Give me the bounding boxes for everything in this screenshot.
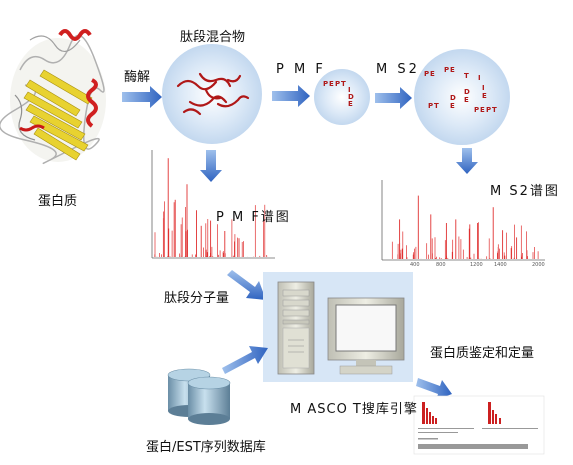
peptide-letter: I xyxy=(482,84,485,92)
arrow-down-ms2 xyxy=(456,148,478,174)
arrow-to-result xyxy=(416,378,452,400)
arrow-db-to-mascot xyxy=(222,346,268,374)
tick-label: 1400 xyxy=(494,262,507,268)
label-ms2: M S2 xyxy=(376,62,420,77)
ms2-spectrum-peaks xyxy=(391,195,539,259)
peptide-mix-circle xyxy=(162,44,262,144)
peptide-letter: P xyxy=(486,106,492,114)
peptide-letter: I xyxy=(478,74,481,82)
protein-structure-image xyxy=(0,29,106,165)
peptide-letter: E xyxy=(450,66,455,74)
peptide-letter: E xyxy=(464,96,469,104)
label-sequence-database: 蛋白/EST序列数据库 xyxy=(146,440,266,455)
tick-label: 1200 xyxy=(470,262,483,268)
arrow-to-mascot xyxy=(227,270,266,300)
peptide-letter: T xyxy=(434,102,439,110)
ms2-fragment-letters: P E P E T I P T D E D E P E P T I E xyxy=(420,62,504,132)
peptide-letter: T xyxy=(464,72,469,80)
ms2-circle xyxy=(414,49,510,145)
peptide-letter: I xyxy=(348,86,351,94)
pmf-circle xyxy=(314,69,370,125)
peptide-letter: P xyxy=(474,106,480,114)
arrow-pmf xyxy=(272,85,310,107)
pmf-spectrum-axes xyxy=(151,150,275,259)
monitor-image xyxy=(327,297,405,375)
tick-label: 400 xyxy=(410,262,420,268)
peptide-letter: P xyxy=(424,70,430,78)
peptide-letter: E xyxy=(450,102,455,110)
peptide-letter: E xyxy=(430,70,435,78)
peptide-letter: T xyxy=(341,80,346,88)
label-protein-identification: 蛋白质鉴定和定量 xyxy=(430,346,535,361)
result-report-image xyxy=(413,395,545,455)
label-peptide-mass: 肽段分子量 xyxy=(164,291,230,306)
tick-label: 2000 xyxy=(532,262,545,268)
pmf-spectrum-peaks xyxy=(154,158,268,257)
label-mascot: M ASCO T搜库引擎 xyxy=(290,402,418,417)
server-tower-image xyxy=(277,281,315,375)
peptide-letter: D xyxy=(450,94,456,102)
peptide-letter: D xyxy=(464,88,470,96)
database-cylinders-image xyxy=(167,368,231,425)
tick-label: 800 xyxy=(436,262,446,268)
peptide-letter: E xyxy=(329,80,334,88)
peptide-strands xyxy=(176,72,250,116)
peptide-letter: P xyxy=(323,80,329,88)
arrow-down-pmf xyxy=(200,150,222,182)
peptide-letter: E xyxy=(480,106,485,114)
label-pmf: P M F xyxy=(276,62,326,77)
label-enzyme: 酶解 xyxy=(124,70,151,85)
label-peptide-mix: 肽段混合物 xyxy=(180,30,246,45)
peptide-letter: E xyxy=(348,100,353,108)
arrow-enzyme xyxy=(122,86,162,108)
ms2-spectrum-axes xyxy=(381,180,545,261)
peptide-letter: E xyxy=(482,92,487,100)
peptide-letter: P xyxy=(444,66,450,74)
peptide-letter: D xyxy=(348,93,354,101)
arrow-ms2 xyxy=(375,87,412,109)
label-pmf-spectrum: P M F谱图 xyxy=(216,210,291,225)
pmf-peptide-letters: P E P T I D E xyxy=(323,80,363,116)
peptide-letter: T xyxy=(492,106,497,114)
label-ms2-spectrum: M S2谱图 xyxy=(490,184,560,199)
peptide-letter: P xyxy=(335,80,341,88)
label-protein: 蛋白质 xyxy=(38,194,78,209)
ms2-axis-ticks: 400 800 1200 1400 2000 xyxy=(386,262,546,270)
peptide-letter: P xyxy=(428,102,434,110)
